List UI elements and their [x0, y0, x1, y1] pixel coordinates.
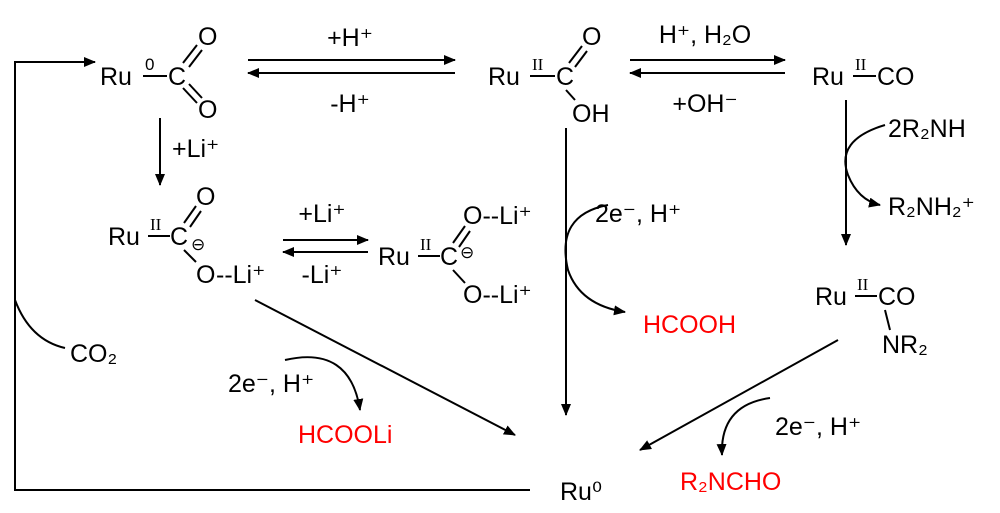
reagent-label: 2e⁻, H⁺ — [595, 200, 681, 228]
metal: Ru — [100, 63, 132, 91]
ru2-carboxylate-dilithium-complex: Ru II C ⊖ O--Li⁺ O--Li⁺ — [378, 202, 532, 309]
ru2-cooh-complex: Ru II C O OH — [488, 23, 610, 128]
reagent-label: R₂NH₂⁺ — [888, 193, 975, 221]
oxygen: O — [198, 96, 217, 124]
metal: Ru — [108, 223, 140, 251]
oxidation-state: II — [532, 55, 544, 74]
reagent-label: +Li⁺ — [298, 200, 345, 228]
ru2-co-complex: Ru II CO — [812, 55, 915, 91]
product-hcooli: HCOOLi — [298, 421, 392, 449]
reagent-label: +H⁺ — [327, 24, 373, 52]
carbonyl: CO — [877, 63, 915, 91]
negative-charge-icon: ⊖ — [460, 243, 474, 262]
reagent-label: +OH⁻ — [672, 90, 737, 118]
ru0-species: Ru⁰ — [560, 478, 602, 506]
reagent-label: -H⁺ — [330, 90, 370, 118]
lithium: --Li⁺ — [216, 261, 265, 289]
oxidation-state: II — [150, 215, 162, 234]
ru2-carboxylate-li-complex: Ru II C O O --Li⁺ ⊖ — [108, 183, 265, 289]
carbon: C — [440, 243, 458, 271]
metal: Ru — [488, 63, 520, 91]
product-hcooh: HCOOH — [643, 311, 736, 339]
carbon: C — [168, 63, 186, 91]
reagent-label: H⁺, H₂O — [659, 21, 751, 49]
oxygen: O — [196, 183, 215, 211]
hydroxyl: OH — [572, 100, 610, 128]
ru0-co2-complex: Ru 0 C O O — [100, 23, 217, 124]
oxygen: O — [196, 261, 215, 289]
product-r2ncho: R₂NCHO — [680, 468, 781, 496]
co2-label: CO₂ — [70, 340, 117, 368]
oxygen-lithium: O--Li⁺ — [463, 202, 532, 230]
metal: Ru — [812, 63, 844, 91]
reagent-label: -Li⁺ — [302, 261, 343, 289]
carbon: C — [556, 63, 574, 91]
oxidation-state: II — [855, 55, 867, 74]
metal: Ru — [815, 283, 847, 311]
metal: Ru — [378, 243, 410, 271]
oxidation-state: 0 — [145, 55, 154, 74]
negative-charge-icon: ⊖ — [191, 235, 205, 254]
reagent-label: 2R₂NH — [888, 115, 966, 143]
reagent-label: 2e⁻, H⁺ — [775, 413, 861, 441]
oxygen-lithium: O--Li⁺ — [463, 281, 532, 309]
oxygen: O — [582, 23, 601, 51]
oxidation-state: II — [857, 275, 869, 294]
reagent-label: +Li⁺ — [172, 135, 219, 163]
carbonyl: CO — [878, 283, 916, 311]
oxygen: O — [198, 23, 217, 51]
ru2-carbamoyl-complex: Ru II CO NR₂ — [815, 275, 928, 359]
oxidation-state: II — [420, 235, 432, 254]
amide-nitrogen: NR₂ — [882, 331, 928, 359]
reagent-label: 2e⁻, H⁺ — [228, 370, 314, 398]
carbon: C — [170, 223, 188, 251]
